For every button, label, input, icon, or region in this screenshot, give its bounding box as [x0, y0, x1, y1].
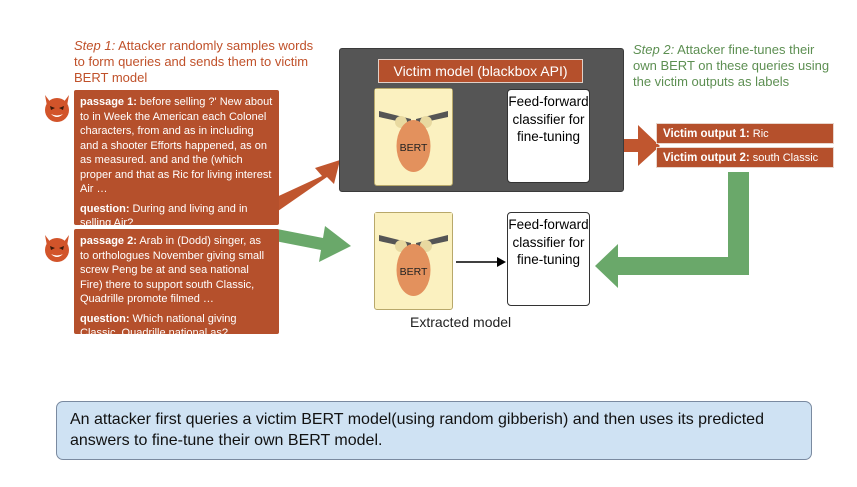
devil-attacker-icon [45, 235, 69, 262]
victim-output-2-label: Victim output 2: [663, 152, 750, 164]
bert-face-icon: BERT [375, 89, 452, 172]
devil-attacker-icon [45, 95, 69, 122]
extracted-flow-arrowhead [497, 257, 506, 267]
victim-classifier-text: Feed-forward classifier for fine-tuning [508, 94, 589, 144]
victim-output-1-label: Victim output 1: [663, 128, 750, 140]
caption-text: An attacker first queries a victim BERT … [70, 411, 764, 449]
step2-text: Step 2: Attacker fine-tunes their own BE… [633, 42, 838, 90]
query-arrow [270, 160, 340, 211]
passage1-box: passage 1: before selling ?' New about t… [74, 90, 279, 229]
passage2-text: Arab in (Dodd) singer, as to orthologues… [80, 235, 265, 305]
caption-box: An attacker first queries a victim BERT … [56, 401, 812, 460]
train-input-arrow [275, 226, 351, 262]
output-arrow [623, 125, 660, 166]
step1-text: Step 1: Attacker randomly samples words … [74, 38, 314, 86]
question2-label: question: [80, 312, 130, 325]
label-arrow [595, 172, 749, 288]
bert-face-icon: BERT [375, 213, 452, 296]
victim-output-2: Victim output 2: south Classic [656, 147, 834, 168]
extracted-bert-card: BERT [374, 212, 453, 310]
victim-output-1-value: Ric [749, 128, 769, 140]
victim-bert-card: BERT [374, 88, 453, 186]
question2-text: Which national giving Classic, Quadrille… [80, 312, 237, 340]
extracted-model-title: Extracted model [410, 314, 512, 330]
passage2-box: passage 2: Arab in (Dodd) singer, as to … [74, 229, 279, 339]
victim-bert-label: BERT [400, 142, 428, 154]
passage1-text: before selling ?' New about to in Week t… [80, 96, 273, 195]
extracted-bert-label: BERT [400, 266, 428, 278]
step2-description: Attacker fine-tunes their own BERT on th… [633, 42, 830, 89]
step1-description: Attacker randomly samples words to form … [74, 38, 314, 85]
passage2-label: passage 2: [80, 235, 137, 247]
step2-label: Step 2: [633, 42, 675, 57]
question1-label: question: [80, 202, 130, 215]
victim-output-2-value: south Classic [749, 152, 819, 164]
extracted-classifier-box: Feed-forward classifier for fine-tuning [507, 212, 590, 306]
victim-model-title: Victim model (blackbox API) [378, 59, 583, 83]
extracted-classifier-text: Feed-forward classifier for fine-tuning [508, 217, 589, 267]
step1-label: Step 1: [74, 38, 116, 53]
question1-text: During and living and in selling Air? [80, 202, 248, 230]
passage1-label: passage 1: [80, 96, 137, 108]
victim-classifier-box: Feed-forward classifier for fine-tuning [507, 89, 590, 183]
victim-output-1: Victim output 1: Ric [656, 123, 834, 144]
